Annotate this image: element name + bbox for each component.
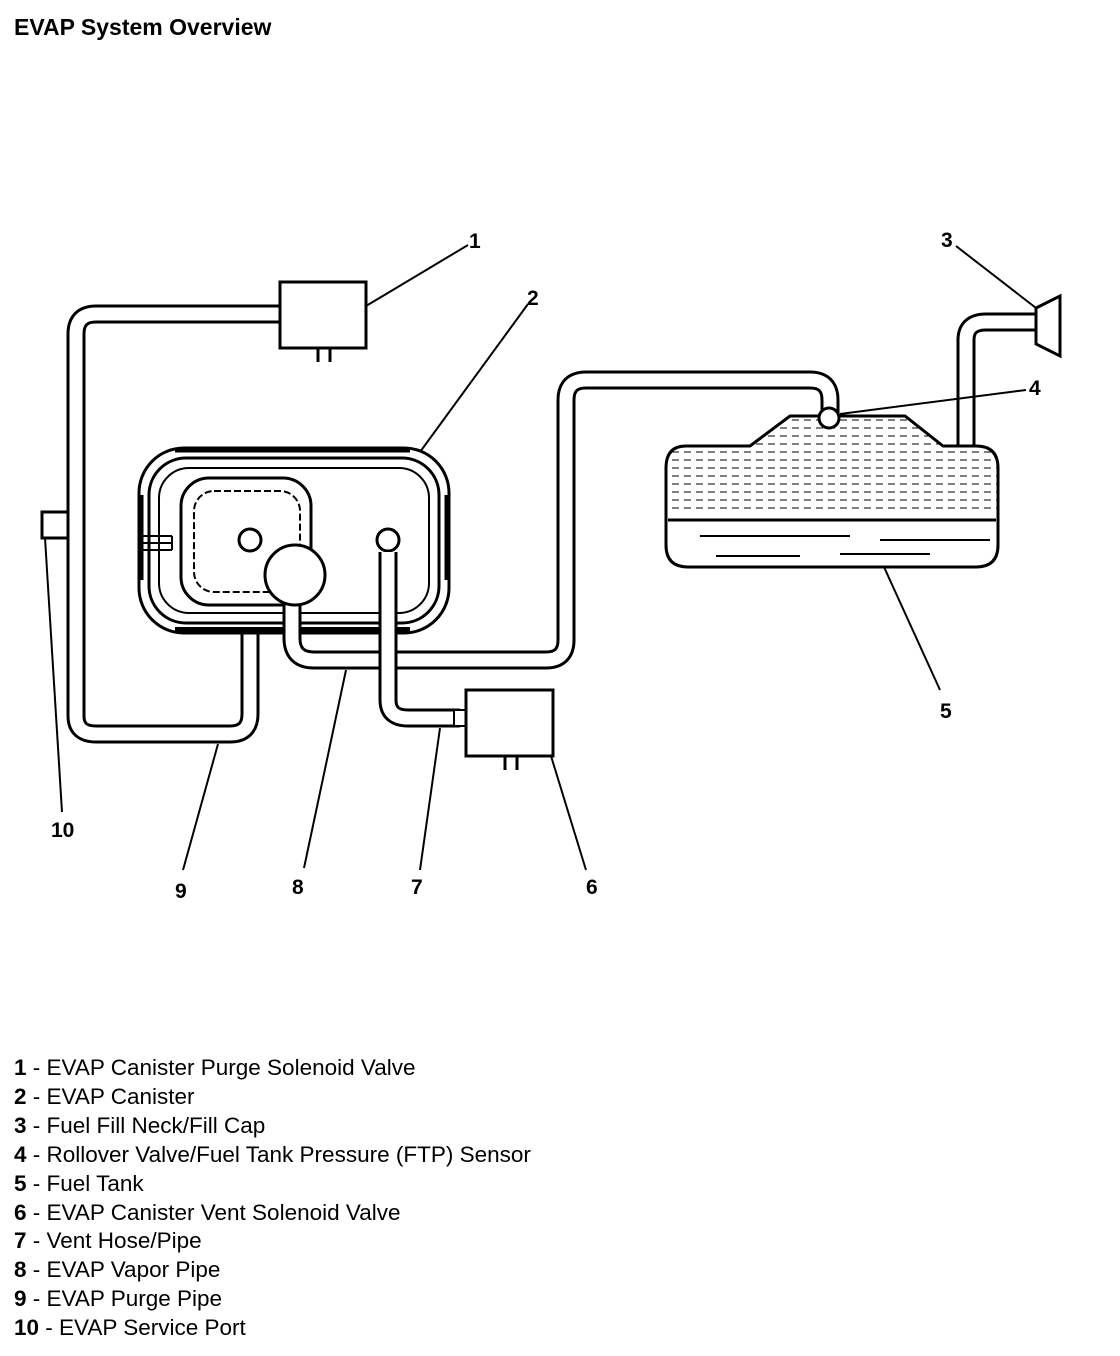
legend-label: EVAP Canister Vent Solenoid Valve: [46, 1199, 401, 1225]
legend-number: 6: [14, 1199, 27, 1225]
legend-number: 10: [14, 1315, 40, 1341]
leader-line-6: [550, 755, 587, 871]
evap-vapor-pipe: [282, 370, 840, 670]
legend-separator: -: [26, 1112, 47, 1138]
callout-number-4: 4: [1029, 377, 1041, 400]
evap-system-diagram: 1 2 3 4 5 6 7 8 9 10: [40, 229, 1062, 903]
callout-number-3: 3: [941, 229, 953, 252]
legend-label: Fuel Tank: [46, 1170, 144, 1196]
evap-service-port: [40, 510, 70, 540]
callout-number-8: 8: [292, 876, 304, 899]
legend-label: EVAP Canister Purge Solenoid Valve: [46, 1055, 416, 1080]
legend-item: 4 - Rollover Valve/Fuel Tank Pressure (F…: [14, 1141, 531, 1170]
callout-number-5: 5: [940, 700, 952, 723]
fuel-tank: [664, 414, 1000, 569]
callout-number-10: 10: [51, 819, 74, 842]
canister-vent-port: [375, 527, 401, 553]
legend-number: 4: [14, 1141, 27, 1167]
leader-line-1: [365, 244, 469, 307]
fuel-fill-neck: [956, 312, 1038, 446]
leader-line-5: [883, 566, 941, 691]
legend-label: Rollover Valve/Fuel Tank Pressure (FTP) …: [46, 1141, 531, 1167]
leader-line-4: [839, 389, 1027, 415]
legend-item: 5 - Fuel Tank: [14, 1170, 531, 1199]
evap-canister-vent-solenoid-valve: [453, 688, 555, 770]
leader-lines: [44, 244, 1037, 871]
vent-hose-pipe: [378, 552, 460, 728]
leader-line-8: [303, 669, 347, 869]
evap-purge-pipe: [66, 304, 280, 744]
leader-line-2: [419, 303, 529, 453]
legend-label: EVAP Purge Pipe: [46, 1286, 223, 1312]
page-title: EVAP System Overview: [14, 14, 272, 40]
leader-line-9: [182, 743, 219, 871]
purge-pipe-port: [237, 527, 263, 553]
legend-separator: -: [26, 1199, 47, 1225]
legend-separator: -: [26, 1228, 47, 1254]
legend-item: 2 - EVAP Canister: [14, 1083, 531, 1112]
legend-number: 2: [14, 1083, 27, 1109]
legend-separator: -: [26, 1170, 47, 1196]
legend-label: EVAP Service Port: [59, 1315, 246, 1341]
leader-line-7: [419, 727, 441, 871]
fuel-fill-cap: [1034, 293, 1062, 359]
legend-number: 5: [14, 1170, 27, 1196]
legend-number: 7: [14, 1228, 27, 1254]
legend-item: 6 - EVAP Canister Vent Solenoid Valve: [14, 1199, 531, 1228]
legend-number: 9: [14, 1286, 27, 1312]
legend-label: EVAP Vapor Pipe: [46, 1257, 221, 1283]
legend-number: 3: [14, 1112, 27, 1138]
legend-separator: -: [26, 1257, 47, 1283]
legend-separator: -: [26, 1083, 47, 1109]
callout-number-6: 6: [586, 876, 598, 899]
legend-label: Vent Hose/Pipe: [46, 1228, 202, 1254]
legend-label: Fuel Fill Neck/Fill Cap: [46, 1112, 266, 1138]
rollover-valve-ftp-sensor: [817, 406, 841, 430]
evap-canister-purge-solenoid-valve: [278, 280, 368, 362]
legend-label: EVAP Canister: [46, 1083, 195, 1109]
legend-item: 9 - EVAP Purge Pipe: [14, 1285, 531, 1314]
legend-item: 3 - Fuel Fill Neck/Fill Cap: [14, 1112, 531, 1141]
leader-line-10: [44, 537, 63, 813]
legend-number: 8: [14, 1257, 27, 1283]
component-legend: 1 - EVAP Canister Purge Solenoid Valve 2…: [14, 1054, 531, 1343]
legend-separator: -: [39, 1315, 60, 1341]
callout-number-9: 9: [175, 880, 187, 903]
canister-vapor-port: [263, 543, 327, 607]
legend-separator: -: [26, 1055, 47, 1080]
callout-number-2: 2: [527, 287, 539, 310]
leader-line-3: [955, 245, 1037, 309]
legend-separator: -: [26, 1286, 47, 1312]
legend-item: 1 - EVAP Canister Purge Solenoid Valve: [14, 1054, 531, 1083]
callout-number-7: 7: [411, 876, 423, 899]
legend-separator: -: [26, 1141, 47, 1167]
legend-item: 10 - EVAP Service Port: [14, 1314, 531, 1343]
callout-number-1: 1: [469, 230, 481, 253]
legend-item: 8 - EVAP Vapor Pipe: [14, 1256, 531, 1285]
legend-item: 7 - Vent Hose/Pipe: [14, 1227, 531, 1256]
legend-number: 1: [14, 1055, 27, 1080]
